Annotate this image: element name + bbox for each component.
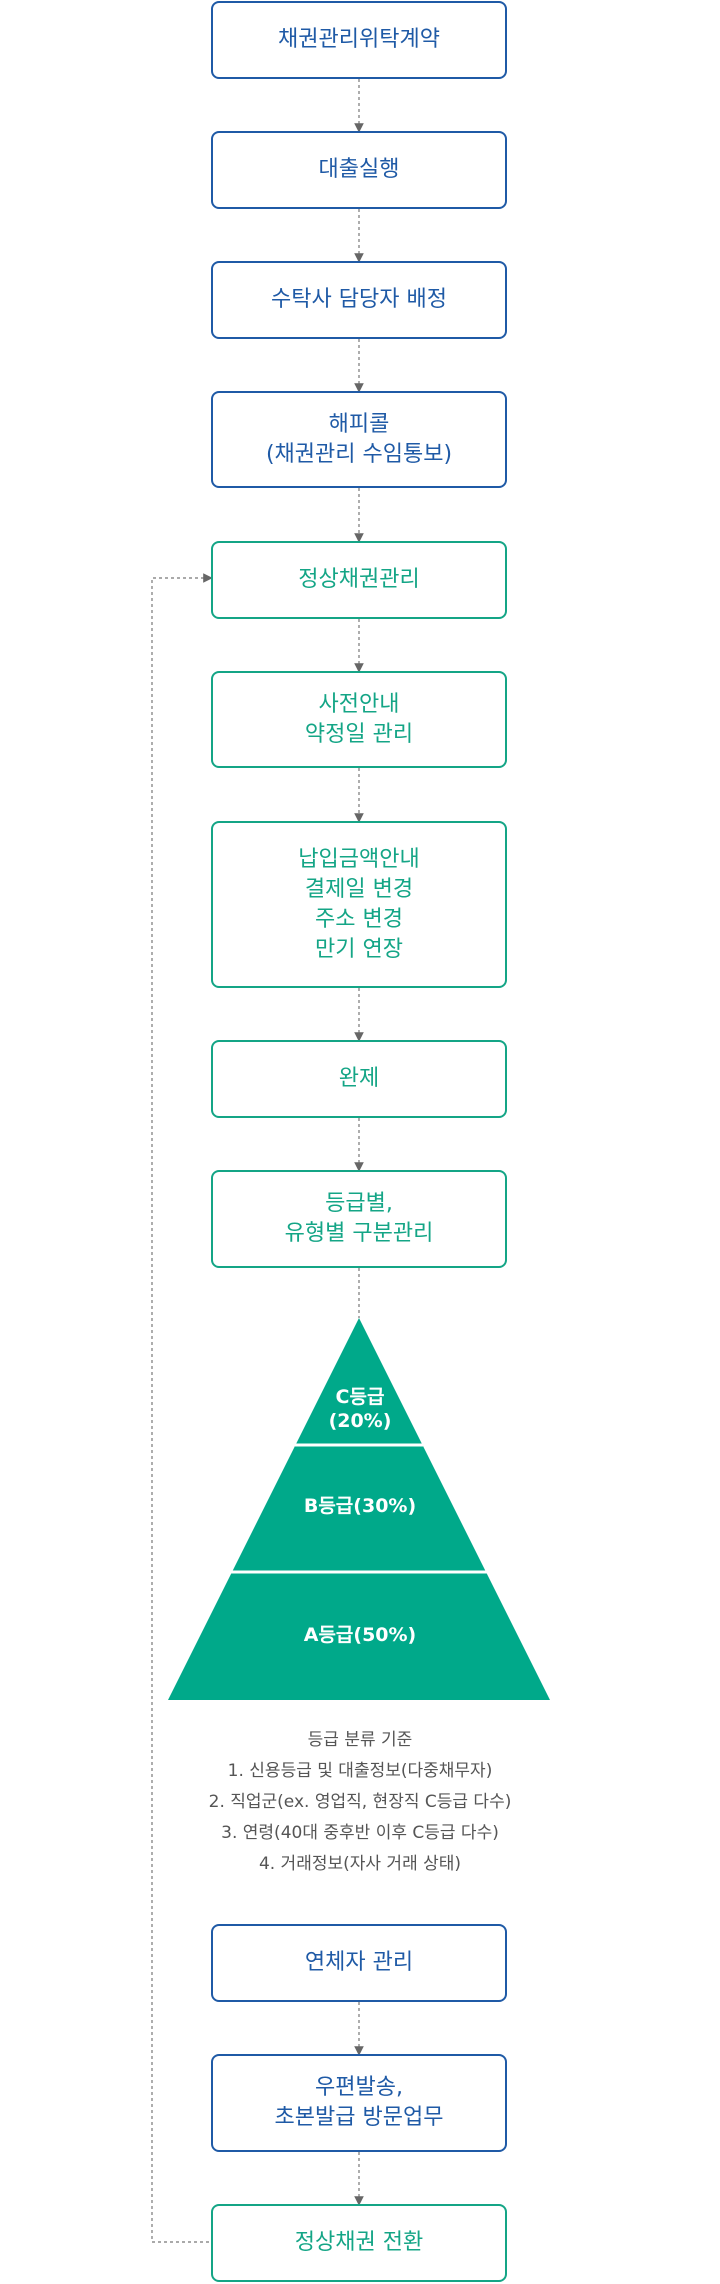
step-label-line: 초본발급 방문업무 xyxy=(274,2105,444,2130)
step-label-line: 대출실행 xyxy=(318,157,400,182)
grade-criteria-item: 4. 거래정보(자사 거래 상태) xyxy=(258,1854,462,1874)
step-label-line: 결제일 변경 xyxy=(304,876,414,902)
grade-criteria-title: 등급 분류 기준 xyxy=(307,1730,413,1750)
step-normal-bond-conversion: 정상채권 전환 xyxy=(211,2204,507,2282)
grade-criteria-item: 2. 직업군(ex. 영업직, 현장직 C등급 다수) xyxy=(208,1792,512,1812)
step-mail-and-visit: 우편발송, 초본발급 방문업무 xyxy=(211,2054,507,2152)
step-happy-call: 해피콜 (채권관리 수임통보) xyxy=(211,391,507,488)
step-label-line: 만기 연장 xyxy=(315,936,403,962)
step-trust-contract: 채권관리위탁계약 xyxy=(211,1,507,79)
step-assign-manager: 수탁사 담당자 배정 xyxy=(211,261,507,339)
step-label-line: 정상채권 전환 xyxy=(294,2230,424,2255)
step-label-line: 주소 변경 xyxy=(315,906,403,932)
step-label-line: 납입금액안내 xyxy=(298,846,420,872)
step-label-line: 정상채권관리 xyxy=(298,567,420,592)
step-normal-bond-management: 정상채권관리 xyxy=(211,541,507,619)
step-grade-classification: 등급별, 유형별 구분관리 xyxy=(211,1170,507,1268)
step-label-line: (채권관리 수임통보) xyxy=(265,441,453,467)
grade-criteria-item: 3. 연령(40대 중후반 이후 C등급 다수) xyxy=(221,1823,499,1843)
pyramid-label-c-grade: C등급 (20%) xyxy=(328,1386,392,1432)
step-label-line: 채권관리위탁계약 xyxy=(278,27,440,52)
step-label-line: 사전안내 xyxy=(318,691,400,717)
loop-back-connector xyxy=(151,573,213,2243)
step-label-line: 우편발송, xyxy=(315,2075,403,2100)
step-delinquent-management: 연체자 관리 xyxy=(211,1924,507,2002)
grade-criteria: 등급 분류 기준 1. 신용등급 및 대출정보(다중채무자) 2. 직업군(ex… xyxy=(60,1725,660,1880)
grade-criteria-item: 1. 신용등급 및 대출정보(다중채무자) xyxy=(227,1761,493,1781)
step-label-line: 등급별, xyxy=(325,1191,393,1216)
step-label-line: 완제 xyxy=(338,1066,380,1091)
step-label-line: 수탁사 담당자 배정 xyxy=(271,287,447,312)
pyramid-label-a-grade: A등급(50%) xyxy=(303,1624,417,1646)
step-label-line: 해피콜 xyxy=(328,411,390,437)
step-full-payment: 완제 xyxy=(211,1040,507,1118)
pyramid-shape xyxy=(168,1318,550,1700)
step-label-line: 약정일 관리 xyxy=(304,721,414,747)
pyramid-label-b-grade: B등급(30%) xyxy=(303,1495,417,1517)
step-label-line: 연체자 관리 xyxy=(304,1950,414,1975)
step-loan-execution: 대출실행 xyxy=(211,131,507,209)
step-label-line: 유형별 구분관리 xyxy=(284,1221,434,1246)
grade-pyramid xyxy=(168,1318,550,1700)
